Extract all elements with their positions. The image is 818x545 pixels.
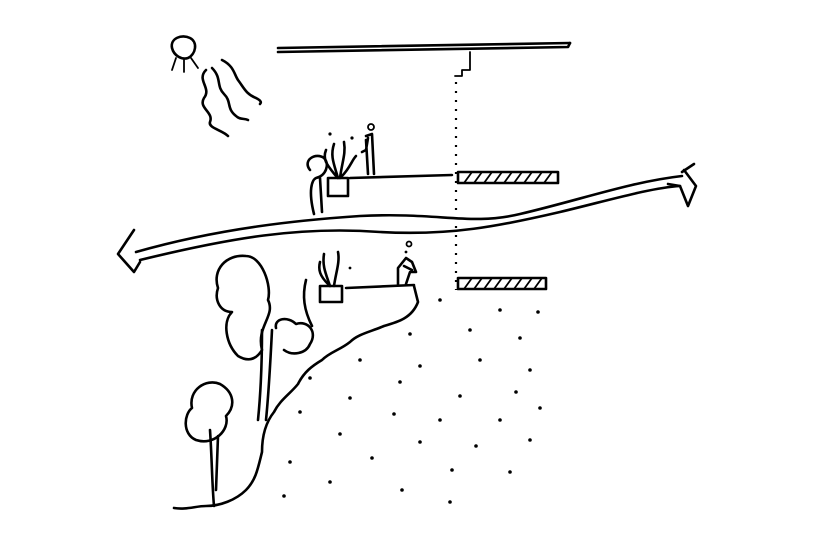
ground-texture (282, 298, 542, 504)
ground-dot (282, 494, 286, 498)
ground-dot (528, 368, 532, 372)
person-icon (360, 123, 376, 176)
sun-rays (201, 58, 263, 138)
ground-dot (370, 456, 374, 460)
ground-dot (348, 396, 352, 400)
ground-dot (514, 390, 518, 394)
ground-dot (398, 380, 402, 384)
ground-dot (358, 358, 362, 362)
lower-floor (344, 276, 548, 291)
ground-dot (468, 328, 472, 332)
upper-floor (348, 170, 560, 185)
ground-dot (308, 376, 312, 380)
ground-dot (400, 488, 404, 492)
plant-icon (306, 132, 358, 216)
ground-dot (498, 308, 502, 312)
plant-icon-lower (302, 250, 408, 328)
ground-dot (518, 336, 522, 340)
ground-dot (338, 432, 342, 436)
ground-dot (328, 480, 332, 484)
tree-icon (215, 254, 315, 422)
ground-dot (438, 418, 442, 422)
tree-icon-small (184, 381, 234, 508)
ground-line (172, 284, 420, 510)
ground-dot (288, 460, 292, 464)
ground-dot (528, 438, 532, 442)
ground-dot (408, 332, 412, 336)
wind-arrow-icon (116, 162, 698, 274)
sun-icon (170, 35, 199, 73)
roof-slab (276, 41, 572, 77)
seated-person-icon (396, 240, 418, 286)
ground-dot (448, 500, 452, 504)
ground-dot (498, 418, 502, 422)
ground-dot (450, 468, 454, 472)
ground-dot (298, 410, 302, 414)
ground-dot (536, 310, 540, 314)
ground-dot (458, 394, 462, 398)
ground-dot (474, 444, 478, 448)
ground-dot (438, 298, 442, 302)
ground-dot (418, 364, 422, 368)
ground-dot (478, 358, 482, 362)
ground-dot (418, 440, 422, 444)
ground-dot (508, 470, 512, 474)
ground-dot (392, 412, 396, 416)
ground-dot (538, 406, 542, 410)
